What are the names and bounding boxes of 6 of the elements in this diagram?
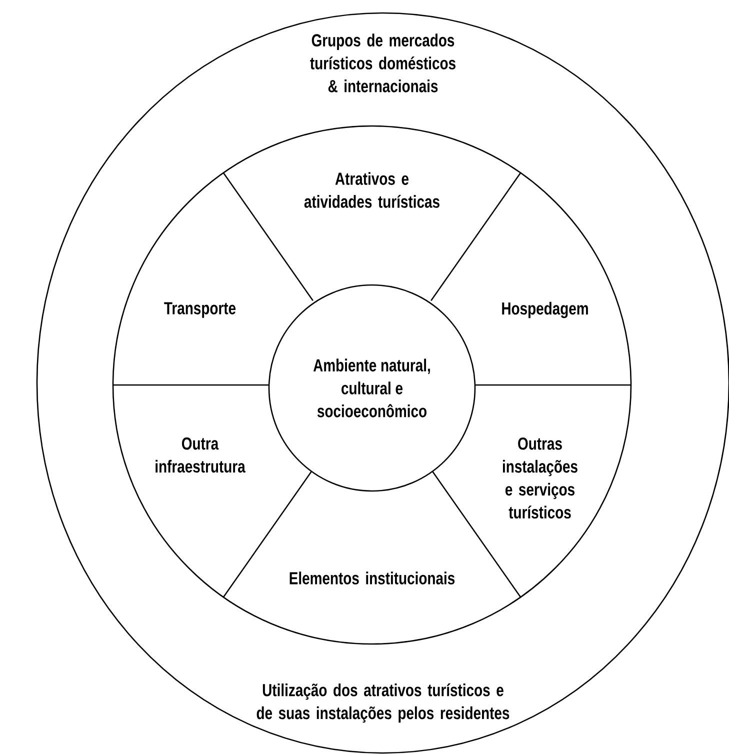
sector-label: Outra infraestrutura [156, 437, 246, 473]
sector-label: Transporte [164, 302, 236, 318]
sector-label: Hospedagem [502, 302, 588, 318]
sector-label: Elementos institucionais [290, 572, 455, 584]
sector-label: Outras instalações e serviços turísticos [502, 437, 578, 519]
sector-label: Atrativos e atividades turísticas [304, 172, 440, 208]
